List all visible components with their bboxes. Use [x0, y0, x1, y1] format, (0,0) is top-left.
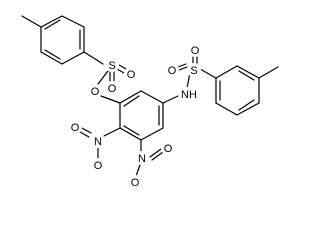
bond-left-ring-inner — [44, 49, 61, 60]
bond-nitro-right-oxo-a — [135, 164, 141, 177]
bond-nitro-left-oxo-a — [81, 127, 92, 134]
atom-sulfonamide-sulfur: S — [187, 63, 201, 77]
bond-sulfur-to-right-ring — [199, 68, 217, 79]
atom-nitro-left-oxo-b: O — [91, 158, 105, 172]
bond-left-ring-inner — [44, 19, 61, 30]
bond-central-ring-inner — [123, 125, 140, 136]
bond-right-ring — [236, 102, 260, 116]
bond-left-ring — [61, 15, 85, 28]
svg-text:O: O — [91, 86, 100, 98]
bond-central-ring — [119, 90, 142, 104]
atom-amide-nitrogen: NH — [179, 87, 199, 101]
atom-sulfonamide-oxo-left: O — [165, 63, 179, 77]
bond-right-ring — [236, 65, 260, 79]
bond-layer — [21, 15, 279, 177]
bond-left-ring — [40, 15, 63, 28]
atom-nitro-left-oxo-a: O — [68, 120, 82, 134]
atom-ester-oxo-right: O — [124, 67, 138, 81]
bond-nh-to-sulfur — [186, 72, 191, 89]
atom-nitro-right-nitrogen: N — [135, 151, 149, 165]
bond-nitro-right-oxo-b — [151, 151, 164, 161]
bond-ring-to-nh — [162, 95, 179, 104]
bond-ring-to-nitro-left — [103, 127, 121, 137]
svg-text:O: O — [94, 160, 103, 172]
bond-central-ring — [140, 90, 164, 104]
atom-sulfonamide-oxo-right: O — [188, 43, 202, 57]
svg-text:N: N — [138, 153, 146, 165]
bond-ester-s-o-right — [116, 68, 125, 74]
chemical-structure-diagram: S O O O S O O NH — [21, 15, 279, 189]
atom-nitro-left-nitrogen: N — [91, 134, 105, 148]
svg-text:O: O — [164, 143, 173, 155]
atom-nitro-right-oxo-b: O — [161, 141, 175, 155]
atom-label-layer: S O O O S O O NH — [68, 43, 202, 189]
bond-left-methyl — [21, 15, 42, 28]
bond-central-ring-inner — [123, 95, 140, 107]
atom-ester-bridge-oxygen: O — [88, 84, 102, 98]
svg-text:O: O — [168, 65, 177, 77]
bond-right-ring-inner — [238, 70, 255, 81]
atom-ester-oxo-left: O — [105, 81, 119, 95]
bond-o-to-central-ring — [100, 95, 121, 104]
svg-text:O: O — [191, 45, 200, 57]
bond-left-ring-to-sulfur — [83, 51, 104, 65]
bond-right-ring — [215, 102, 238, 116]
bond-nitro-left-oxo-a — [79, 131, 90, 138]
bond-right-ring-inner — [238, 99, 255, 111]
bond-ester-s-o-right — [118, 64, 127, 70]
bond-left-ring — [61, 51, 85, 65]
svg-text:O: O — [127, 69, 136, 81]
svg-text:S: S — [108, 60, 115, 72]
atom-ester-sulfur: S — [105, 58, 119, 72]
bond-amide-s-o-left — [177, 63, 187, 68]
svg-text:O: O — [108, 83, 117, 95]
svg-text:O: O — [131, 177, 140, 189]
svg-text:NH: NH — [181, 89, 197, 101]
bond-amide-s-o-left — [178, 66, 188, 71]
atom-nitro-right-oxo-a: O — [128, 175, 142, 189]
bond-central-ring — [140, 127, 164, 141]
bond-nitro-right-oxo-b — [149, 148, 162, 158]
bond-right-ring — [215, 65, 238, 79]
svg-text:O: O — [71, 122, 80, 134]
svg-text:N: N — [94, 136, 102, 148]
bond-ester-s-to-o — [97, 70, 109, 85]
bond-left-ring — [40, 51, 63, 65]
svg-text:S: S — [190, 65, 197, 77]
bond-central-ring — [119, 127, 142, 141]
bond-right-methyl — [258, 66, 279, 79]
